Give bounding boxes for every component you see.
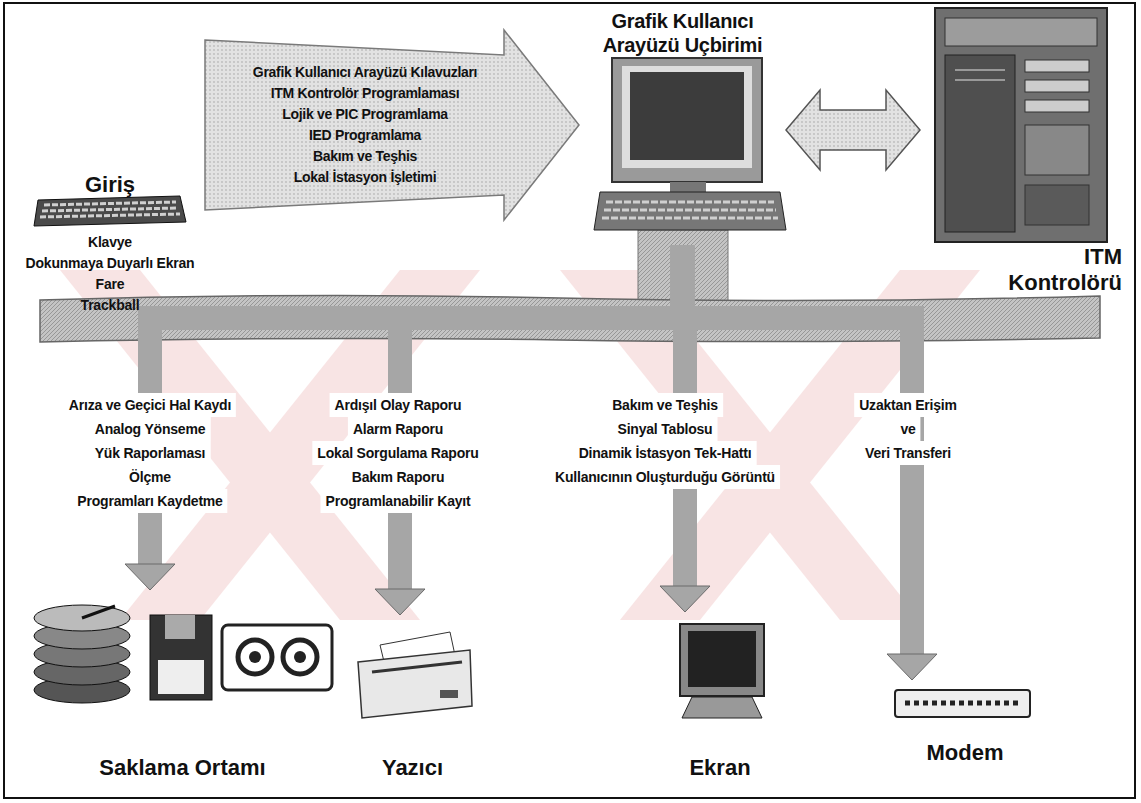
output-item: Uzaktan Erişim xyxy=(854,393,962,417)
server-illustration xyxy=(1025,185,1089,225)
terminal-illustration xyxy=(612,58,762,182)
group-heading: Giriş xyxy=(85,172,135,198)
connector-arrow xyxy=(205,30,579,220)
printer-illustration xyxy=(358,650,472,718)
output-item: ve xyxy=(895,417,920,441)
server-illustration xyxy=(945,18,1097,46)
arrow-head xyxy=(887,654,937,680)
device-name: Modem xyxy=(927,739,1004,767)
function-label: Lokal İstasyon İşletimi xyxy=(294,167,437,188)
arrow-head xyxy=(125,564,175,590)
storage-illustration xyxy=(34,605,332,703)
modem-illustration xyxy=(905,701,1020,706)
screen-illustration xyxy=(680,624,764,696)
screen-illustration xyxy=(688,631,756,687)
output-item: Dinamik İstasyon Tek-Hattı xyxy=(574,441,757,465)
input-device-name: Trackball xyxy=(81,295,140,316)
output-item: Bakım Raporu xyxy=(347,465,450,489)
node-title: ITM Kontrolörü xyxy=(982,244,1122,296)
server-illustration xyxy=(955,69,1005,71)
terminal-illustration xyxy=(622,66,752,168)
device-name: Saklama Ortamı xyxy=(99,754,265,782)
storage-illustration xyxy=(238,640,272,674)
output-item: Analog Yönseme xyxy=(90,417,211,441)
output-item: Alarm Raporu xyxy=(348,417,448,441)
output-item: Yük Raporlaması xyxy=(90,441,211,465)
output-item: Programları Kaydetme xyxy=(72,489,227,513)
double-arrow xyxy=(786,90,920,170)
printer-illustration xyxy=(440,690,458,698)
storage-illustration xyxy=(294,651,306,663)
server-illustration xyxy=(1025,125,1089,175)
output-item: Kullanıcının Oluşturduğu Görüntü xyxy=(550,465,780,489)
function-label: Grafik Kullanıcı Arayüzü Kılavuzları xyxy=(253,62,477,83)
output-item: Sinyal Tablosu xyxy=(613,417,718,441)
arrow-head xyxy=(660,586,710,612)
output-item: Bakım ve Teşhis xyxy=(607,393,723,417)
device-name: Ekran xyxy=(689,754,750,782)
storage-illustration xyxy=(150,615,212,700)
storage-illustration xyxy=(82,606,115,618)
input-device-name: Klavye xyxy=(88,232,132,253)
terminal-illustration xyxy=(606,201,774,204)
server-illustration xyxy=(945,55,1015,232)
keyboard-illustration xyxy=(40,214,180,217)
server-illustration xyxy=(1025,60,1089,72)
input-group: GirişKlavyeDokunmaya Duyarlı EkranFareTr… xyxy=(15,40,205,320)
input-device-name: Dokunmaya Duyarlı Ekran xyxy=(26,253,195,274)
terminal-illustration xyxy=(604,209,776,212)
storage-illustration xyxy=(165,615,195,639)
storage-node: Saklama Ortamı xyxy=(25,590,340,790)
node-title: Grafik Kullanıcı Arayüzü Uçbirimi xyxy=(579,9,786,57)
function-label: ITM Kontrolör Programlaması xyxy=(271,83,460,104)
output-item: Veri Transferi xyxy=(860,441,956,465)
server-illustration xyxy=(955,79,1005,81)
printer-illustration xyxy=(358,632,472,718)
screen-illustration xyxy=(682,697,762,718)
terminal-illustration xyxy=(630,72,744,160)
frame xyxy=(4,3,1135,798)
modem-node: Modem xyxy=(875,680,1055,775)
keyboard-illustration xyxy=(42,208,178,211)
storage-illustration xyxy=(158,660,204,694)
connector-arrow xyxy=(786,90,920,170)
output-item: Ölçme xyxy=(124,465,176,489)
output-item: Arıza ve Geçici Hal Kaydı xyxy=(64,393,236,417)
terminal-illustration xyxy=(670,182,706,192)
function-label: IED Programlama xyxy=(309,125,421,146)
keyboard-illustration xyxy=(44,202,176,205)
output-item: Lokal Sorgulama Raporu xyxy=(312,441,483,465)
arrow-head xyxy=(375,589,425,615)
terminal-illustration xyxy=(594,192,786,230)
keyboard-illustration xyxy=(34,196,186,226)
storage-illustration xyxy=(222,625,332,690)
device-name: Yazıcı xyxy=(382,754,443,782)
modem-illustration xyxy=(895,690,1030,717)
function-label: Bakım ve Teşhis xyxy=(313,146,417,167)
storage-illustration xyxy=(283,640,317,674)
keyboard-illustration xyxy=(34,196,186,226)
server-illustration xyxy=(1025,100,1089,112)
storage-illustration xyxy=(34,605,130,631)
input-arrow xyxy=(205,30,579,220)
modem-illustration xyxy=(895,690,1030,717)
output-item: Ardışıl Olay Raporu xyxy=(330,393,467,417)
terminal-illustration xyxy=(594,58,786,230)
printer-node: Yazıcı xyxy=(345,615,480,790)
server-illustration xyxy=(935,8,1107,242)
screen-node: Ekran xyxy=(660,612,780,790)
function-label: Lojik ve PIC Programlama xyxy=(282,104,448,125)
printer-illustration xyxy=(372,662,462,672)
terminal-node: Grafik Kullanıcı Arayüzü Uçbirimi xyxy=(579,5,786,245)
controller-node: ITM Kontrolörü xyxy=(920,5,1130,300)
screen-illustration xyxy=(680,624,764,718)
storage-illustration xyxy=(249,651,261,663)
output-item: Programlanabilir Kayıt xyxy=(321,489,476,513)
server-illustration xyxy=(935,8,1107,242)
server-illustration xyxy=(1025,80,1089,92)
terminal-illustration xyxy=(602,217,778,220)
input-device-name: Fare xyxy=(96,274,125,295)
